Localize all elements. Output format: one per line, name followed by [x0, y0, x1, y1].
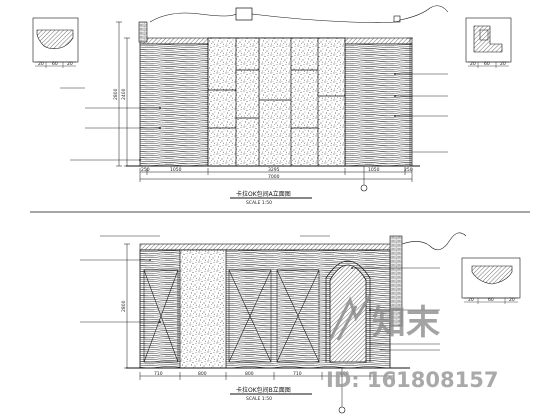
lower-right-section-dim-2: 60 — [488, 297, 494, 303]
upper-dim-4: 1050 — [368, 167, 380, 173]
upper-right-section-dim-1: 20 — [470, 61, 476, 67]
upper-dim-5: 250 — [404, 167, 413, 173]
lower-axis-bubble — [338, 406, 346, 414]
upper-dim-2: 1050 — [170, 167, 182, 173]
lower-callout-dot — [351, 267, 353, 269]
upper-callout-leaders-right — [395, 73, 448, 153]
lower-dim-3: 800 — [245, 371, 254, 377]
lower-stone-column — [179, 249, 227, 369]
upper-stone-feature-wall — [207, 37, 346, 167]
upper-cable-wire — [149, 5, 449, 23]
upper-callout-leaders-left — [60, 87, 160, 161]
lower-cross-panels — [143, 269, 320, 363]
upper-dim-total: 7000 — [268, 174, 280, 180]
upper-wood-panel-right — [344, 43, 413, 167]
upper-dim-1: 250 — [141, 167, 150, 173]
upper-right-section-dim-2: 60 — [484, 61, 490, 67]
watermark-id: ID: 161808157 — [326, 368, 498, 392]
upper-left-section-detail — [32, 17, 79, 68]
upper-height-inner: 2400 — [121, 88, 127, 100]
lower-dim-5: 800 — [340, 371, 349, 377]
lower-right-section-dim-1: 20 — [468, 297, 474, 303]
upper-height-dimensions — [116, 21, 413, 167]
upper-callout-dot — [394, 73, 396, 75]
upper-elevation-title: 卡拉OK包间A立面图 — [236, 190, 291, 198]
lower-arch-frame — [325, 260, 371, 362]
upper-right-section-detail — [465, 17, 512, 68]
lower-width-dimensions — [139, 372, 395, 380]
upper-right-section-dim-3: 20 — [500, 61, 506, 67]
lower-callout-dot — [369, 309, 371, 311]
lower-dim-1: 710 — [154, 371, 163, 377]
lower-callout-leaders — [80, 235, 440, 351]
upper-axis-bubble — [360, 184, 368, 192]
upper-left-section-dim-1: 20 — [38, 61, 44, 67]
upper-callout-dot — [139, 159, 141, 161]
upper-elevation: 2800 2400 250 1050 3295 1050 250 7000 — [32, 5, 512, 206]
lower-callout-dot — [149, 259, 151, 261]
lower-elevation: 2800 710 800 800 710 800 — [80, 232, 521, 414]
upper-callout-dot — [394, 95, 396, 97]
upper-left-section-dim-3: 20 — [67, 61, 73, 67]
upper-wood-panel-left — [139, 43, 209, 167]
lower-ceiling-band — [139, 243, 395, 251]
lower-height-total: 2800 — [121, 300, 127, 312]
upper-callout-dot — [394, 115, 396, 117]
lower-elevation-title: 卡拉OK包间B立面图 — [236, 386, 291, 394]
watermark-brand: 知末 — [372, 303, 440, 343]
lower-dim-4: 710 — [293, 371, 302, 377]
upper-width-dimensions — [139, 168, 413, 182]
lower-callout-dot — [159, 321, 161, 323]
upper-callout-dot — [159, 127, 161, 129]
upper-top-device-box — [235, 7, 253, 21]
lower-cable-wire — [401, 232, 467, 251]
watermark: 知末 ID: 161808157 — [326, 295, 498, 392]
upper-callout-dot — [159, 107, 161, 109]
lower-elevation-scale: SCALE 1:50 — [246, 396, 272, 402]
lower-right-section-dim-3: 20 — [509, 297, 515, 303]
upper-height-total: 2800 — [113, 88, 119, 100]
upper-left-section-dim-2: 60 — [52, 61, 58, 67]
upper-left-wall-hatch — [138, 21, 148, 43]
lower-height-dimensions — [124, 243, 130, 369]
upper-dim-3: 3295 — [268, 167, 280, 173]
upper-stone-panel-grid — [208, 38, 345, 166]
lower-right-section-detail — [461, 257, 521, 304]
upper-valve-symbol — [393, 15, 401, 23]
upper-elevation-scale: SCALE 1:50 — [246, 200, 272, 206]
watermark-logo-icon — [328, 295, 372, 341]
lower-dim-2: 800 — [198, 371, 207, 377]
